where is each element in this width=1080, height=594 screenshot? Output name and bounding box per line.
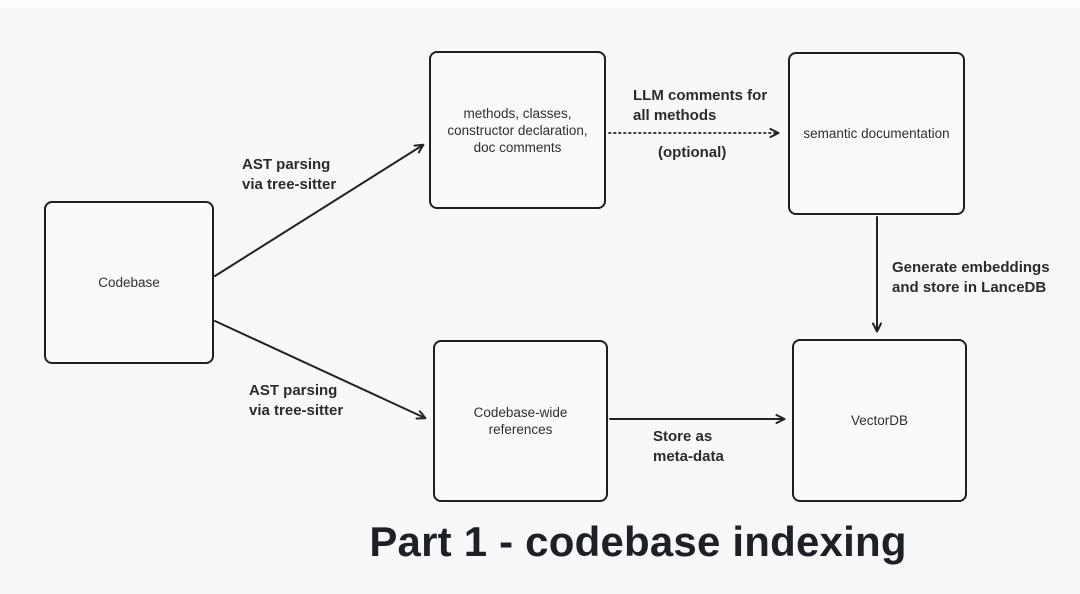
edge-label-optional-note: (optional) [658, 144, 727, 161]
node-vectordb-label: VectorDB [850, 413, 909, 428]
node-ast-output-label: methods, classes, constructor declaratio… [447, 105, 588, 155]
node-semantic-documentation: semantic documentation [788, 52, 965, 215]
node-codebase-wide-references: Codebase-wide references [433, 340, 608, 502]
node-codebase: Codebase [44, 201, 214, 364]
node-codebase-label: Codebase [98, 275, 160, 290]
edge-ast-parsing-top-arrow [214, 143, 425, 277]
node-vectordb: VectorDB [792, 339, 967, 502]
diagram-title: Part 1 - codebase indexing [369, 518, 907, 565]
edge-label-ast-parsing-top: AST parsing via tree-sitter [242, 156, 337, 193]
node-ast-output: methods, classes, constructor declaratio… [429, 51, 606, 209]
edge-label-ast-parsing-bottom: AST parsing via tree-sitter [249, 382, 344, 419]
edge-label-store-metadata: Store as meta-data [653, 428, 724, 465]
edge-label-generate-embeddings: Generate embeddings and store in LanceDB [892, 259, 1050, 296]
edge-ast-parsing-bottom-arrow [214, 320, 427, 420]
node-semantic-documentation-label: semantic documentation [803, 126, 950, 141]
node-codebase-wide-references-label: Codebase-wide references [473, 405, 568, 437]
edge-label-llm-comments: LLM comments for all methods [633, 87, 768, 124]
top-white-strip [0, 0, 1080, 8]
